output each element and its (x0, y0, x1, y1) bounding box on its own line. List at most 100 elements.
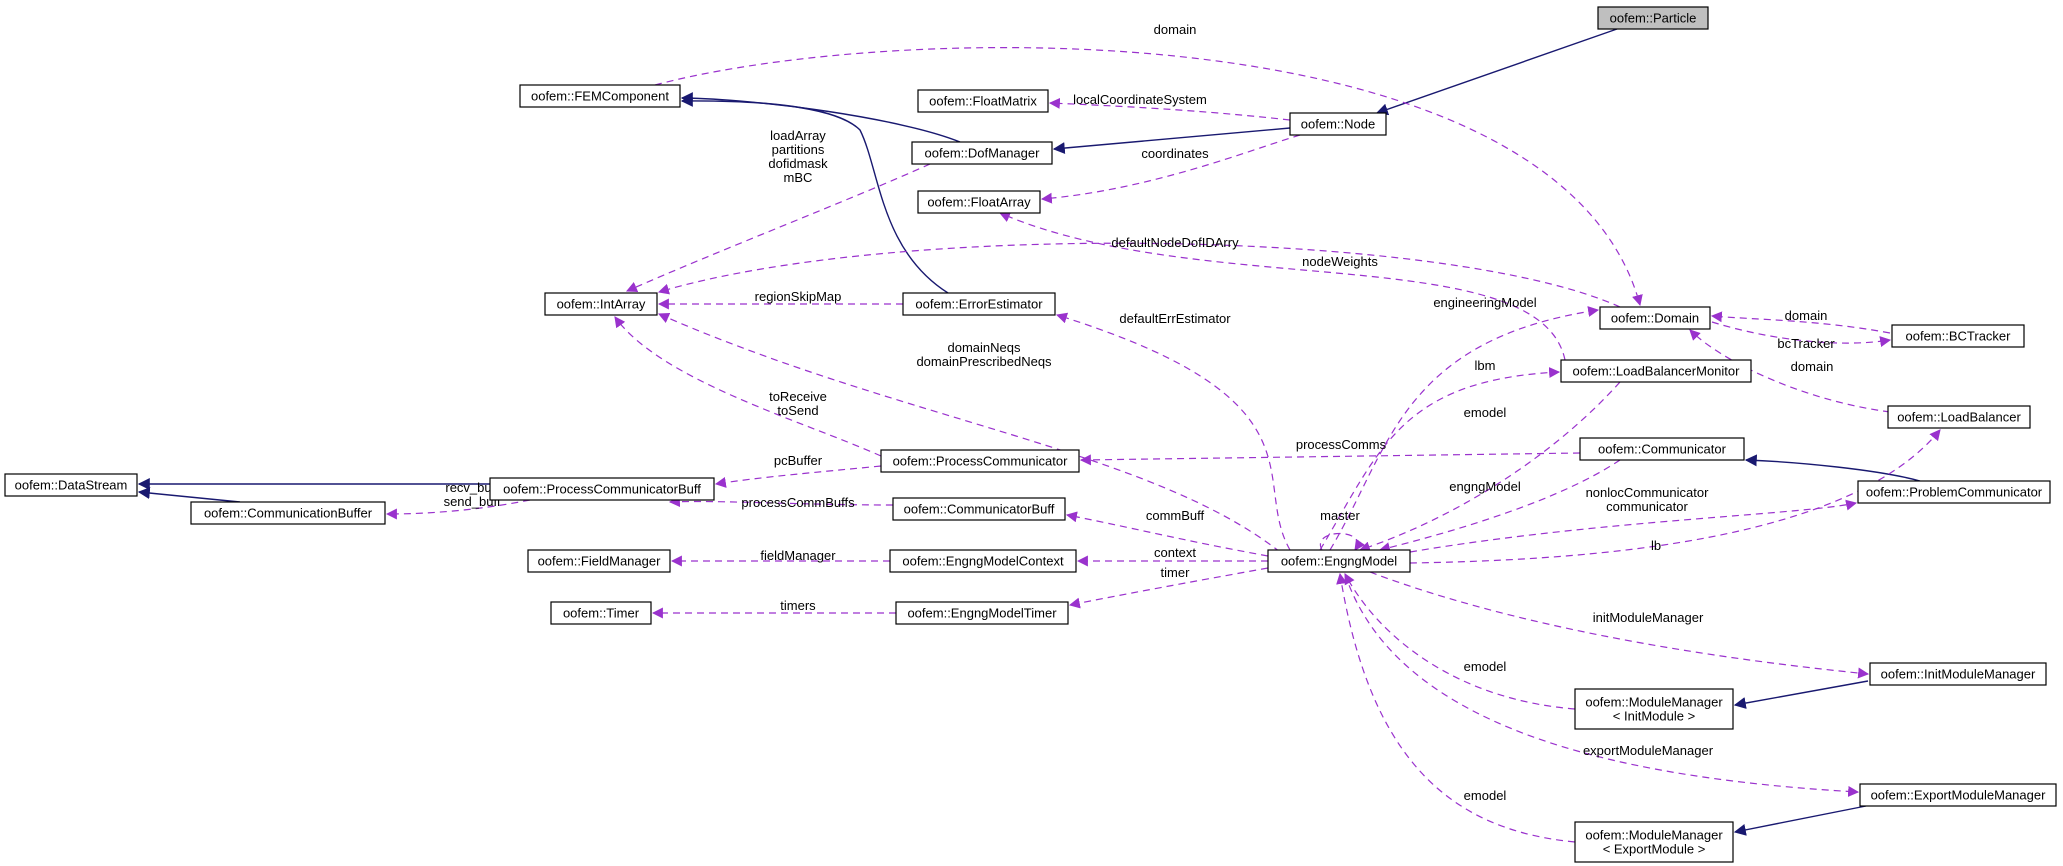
class-node-label: oofem::DofManager (925, 146, 1041, 161)
edge-label-exportmodulemanager: exportModuleManager (1583, 743, 1714, 758)
edge-domain-intarray (657, 242, 1621, 308)
edge-errorestimator-femcomponent (680, 94, 949, 294)
edge-bctracker-domain (1711, 321, 1892, 347)
class-node-box (489, 477, 715, 501)
class-node-loadbalancer[interactable]: oofem::LoadBalancer (1887, 405, 2031, 429)
class-node-exportmodulemanager[interactable]: oofem::ExportModuleManager (1859, 783, 2057, 807)
class-node-dofmanager[interactable]: oofem::DofManager (911, 141, 1053, 165)
class-node-label: oofem::ErrorEstimator (915, 297, 1043, 312)
edge-label-engineeringmodel: engineeringModel (1433, 295, 1536, 310)
class-node-box (911, 141, 1053, 165)
class-node-node[interactable]: oofem::Node (1289, 112, 1387, 136)
class-node-box (1579, 437, 1745, 461)
edge-processcommunicatorbuff-commbuffer (385, 499, 531, 520)
class-node-loadbalancermonitor[interactable]: oofem::LoadBalancerMonitor (1560, 359, 1752, 383)
class-node-label: oofem::Timer (563, 606, 640, 621)
class-node-datastream[interactable]: oofem::DataStream (4, 473, 138, 497)
class-node-label: oofem::BCTracker (1906, 329, 2012, 344)
edge-label-commbuff: commBuff (1146, 508, 1205, 523)
edge-engngmodel-communicatorbuff (1065, 511, 1269, 557)
class-node-box (1887, 405, 2031, 429)
class-node-box (1857, 480, 2051, 504)
class-node-label: oofem::FieldManager (538, 554, 662, 569)
class-node-box (544, 292, 658, 316)
class-node-femcomponent[interactable]: oofem::FEMComponent (519, 84, 681, 108)
class-node-engngmodeltimer[interactable]: oofem::EngngModelTimer (895, 601, 1069, 625)
class-node-processcommunicator[interactable]: oofem::ProcessCommunicator (880, 449, 1080, 473)
edge-communicator-engngmodel (1378, 459, 1621, 553)
class-node-label: oofem::Node (1301, 117, 1375, 132)
edge-label-fieldmanager: fieldManager (760, 548, 836, 563)
edge-label-processcommbuffs: processCommBuffs (741, 495, 855, 510)
edge-engngmodel-loadbalancer (1409, 429, 1941, 564)
class-node-box (1289, 112, 1387, 136)
edge-label-defaulterrestimator: defaultErrEstimator (1119, 311, 1231, 326)
class-node-floatmatrix[interactable]: oofem::FloatMatrix (917, 89, 1049, 113)
class-node-modulemanager-init[interactable]: oofem::ModuleManager< InitModule > (1574, 688, 1734, 730)
edge-particle-node (1375, 28, 1618, 116)
class-node-fieldmanager[interactable]: oofem::FieldManager (527, 549, 671, 573)
edge-engngmodel-exportmodulemanager (1344, 573, 1860, 797)
edge-processcommunicator-intarray (614, 316, 882, 457)
class-node-particle[interactable]: oofem::Particle (1597, 6, 1709, 30)
class-node-processcommunicatorbuff[interactable]: oofem::ProcessCommunicatorBuff (489, 477, 715, 501)
edge-modulemanager-export-engngmodel (1336, 572, 1576, 843)
edge-label-domain-loadbalancer: domain (1791, 359, 1834, 374)
class-node-label: oofem::ExportModuleManager (1871, 788, 2047, 803)
edge-label-regionskipmap: regionSkipMap (755, 289, 842, 304)
class-node-label: oofem::LoadBalancerMonitor (1573, 364, 1741, 379)
edge-label-localcoordinatesystem: localCoordinateSystem (1073, 92, 1207, 107)
class-node-label: oofem::FEMComponent (531, 89, 669, 104)
class-node-label: oofem::EngngModelContext (902, 554, 1064, 569)
class-node-box (527, 549, 671, 573)
class-node-label: oofem::EngngModelTimer (907, 606, 1057, 621)
edge-dofmanager-femcomponent (680, 92, 961, 143)
class-node-communicatorbuff[interactable]: oofem::CommunicatorBuff (892, 497, 1066, 521)
class-node-problemcommunicator[interactable]: oofem::ProblemCommunicator (1857, 480, 2051, 504)
class-node-communicator[interactable]: oofem::Communicator (1579, 437, 1745, 461)
edge-node-dofmanager (1052, 127, 1291, 155)
edge-label-context: context (1154, 545, 1196, 560)
class-node-box (1891, 324, 2025, 348)
class-node-label: oofem::FloatArray (927, 195, 1031, 210)
edge-dofmanager-intarray (625, 163, 931, 293)
class-node-domain[interactable]: oofem::Domain (1599, 306, 1711, 330)
class-node-intarray[interactable]: oofem::IntArray (544, 292, 658, 316)
edge-communicationbuffer-datastream (137, 487, 241, 503)
edge-label-initmodulemanager: initModuleManager (1593, 610, 1704, 625)
edge-label-lbm: lbm (1475, 358, 1496, 373)
edge-exportmodulemanager-modulemanager (1733, 805, 1867, 836)
class-node-box (519, 84, 681, 108)
class-node-box (1574, 821, 1734, 863)
edge-modulemanager-init-engngmodel (1344, 573, 1576, 710)
class-node-label: oofem::IntArray (557, 297, 646, 312)
edge-femcomponent-domain (654, 47, 1643, 307)
edge-label-processcomms: processComms (1296, 437, 1387, 452)
class-node-modulemanager-export[interactable]: oofem::ModuleManager< ExportModule > (1574, 821, 1734, 863)
edge-communicator-processcommunicator (1079, 452, 1581, 466)
class-node-errorestimator[interactable]: oofem::ErrorEstimator (902, 292, 1056, 316)
edge-engngmodel-initmodulemanager (1369, 571, 1870, 679)
class-node-bctracker[interactable]: oofem::BCTracker (1891, 324, 2025, 348)
edge-label-nodeweights: nodeWeights (1302, 254, 1378, 269)
class-node-timer[interactable]: oofem::Timer (550, 601, 652, 625)
class-node-engngmodel[interactable]: oofem::EngngModel (1267, 549, 1411, 573)
class-node-box (902, 292, 1056, 316)
class-node-initmodulemanager[interactable]: oofem::InitModuleManager (1869, 662, 2047, 686)
edge-label-coordinates: coordinates (1141, 146, 1209, 161)
edge-label-lb: lb (1651, 538, 1661, 553)
class-node-label: oofem::ProcessCommunicator (893, 454, 1069, 469)
class-node-box (1267, 549, 1411, 573)
class-node-communicationbuffer[interactable]: oofem::CommunicationBuffer (190, 501, 386, 525)
class-node-label: oofem::LoadBalancer (1897, 410, 2021, 425)
class-node-label: oofem::ProblemCommunicator (1866, 485, 2043, 500)
class-node-box (880, 449, 1080, 473)
edge-label-pcbuffer: pcBuffer (774, 453, 823, 468)
edge-node-floatarray (1040, 134, 1301, 204)
edge-label-timers: timers (780, 598, 816, 613)
class-node-engngmodelcontext[interactable]: oofem::EngngModelContext (889, 549, 1077, 573)
class-node-floatarray[interactable]: oofem::FloatArray (917, 190, 1041, 214)
